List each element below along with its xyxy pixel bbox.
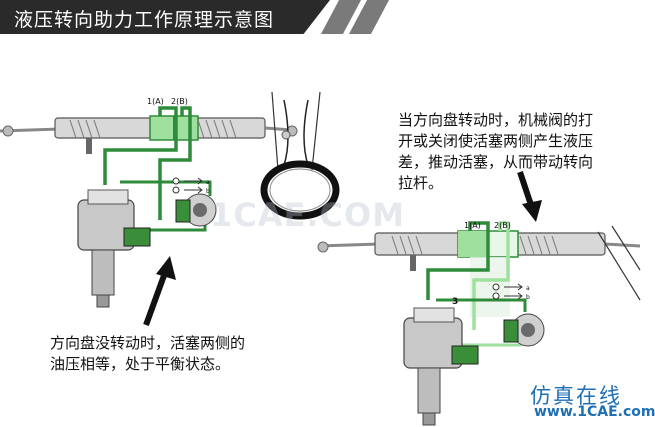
steering-wheel-detail (260, 91, 340, 220)
caption-left: 方向盘没转动时，活塞两侧的 油压相等，处于平衡状态。 (50, 333, 280, 375)
header-bar: 液压转向助力工作原理示意图 (0, 0, 640, 34)
left-column-base (96, 294, 110, 308)
right-pump-hub (521, 323, 535, 337)
page-title: 液压转向助力工作原理示意图 (14, 9, 275, 31)
left-label-b: b (206, 188, 210, 195)
right-rack-boot-2 (391, 235, 423, 255)
caption-right-line-2: 开或关闭使活塞两侧产生液压 (398, 132, 594, 150)
column-left-edge (271, 91, 279, 171)
steering-wheel-inner (269, 168, 331, 212)
right-tie-rod-right (604, 242, 641, 248)
right-oil-line-a (426, 221, 490, 300)
caption-left-line-2: 油压相等，处于平衡状态。 (50, 355, 231, 373)
right-label-b: b (526, 294, 530, 301)
right-oil-line-c (436, 298, 527, 312)
right-steering-column (417, 367, 441, 414)
brand-watermark-url: www.1CAE.com (534, 404, 655, 420)
title-box: 液压转向助力工作原理示意图 (0, 0, 330, 34)
left-pump-hub (193, 203, 207, 217)
right-label-2b: 2(B) (494, 221, 511, 230)
right-pressure-zone (470, 257, 510, 317)
left-oil-line-a (103, 106, 178, 185)
caption-right: 当方向盘转动时，机械阀的打 开或关闭使活塞两侧产生液压 差，推动活塞，从而带动转… (398, 110, 630, 194)
right-valve-port-a (492, 283, 500, 291)
caption-right-line-1: 当方向盘转动时，机械阀的打 (398, 111, 594, 129)
left-valve-cap (87, 189, 129, 205)
left-label-a: a (206, 179, 210, 186)
right-label-a: a (526, 285, 530, 292)
right-label-1a: 1(A) (464, 221, 481, 230)
left-arrow-b (184, 186, 203, 194)
right-valve-cap (413, 307, 455, 323)
brand-watermark: 仿真在线 www.1CAE.com (512, 378, 655, 424)
left-steering-system: 1(A) 2(B) a b (0, 97, 298, 308)
right-column-base (422, 412, 436, 426)
right-valve-block (451, 345, 479, 365)
left-bracket (86, 138, 92, 154)
left-valve-port-b (172, 186, 180, 194)
column-right-edge (311, 91, 321, 171)
diagram-canvas: 1(A) 2(B) a b (0, 91, 641, 426)
steering-wheel-rim (260, 160, 340, 220)
right-column-detail (597, 225, 641, 301)
left-label-1a: 1(A) (147, 97, 164, 106)
left-valve-block (123, 227, 151, 247)
left-rack-boot (197, 119, 237, 139)
right-tie-rod-end (317, 241, 329, 253)
left-oil-line-c (120, 180, 212, 196)
right-arrow-b (504, 292, 523, 300)
left-valve-port-a (172, 177, 180, 185)
left-oil-line-b (158, 106, 192, 220)
right-rack-boot (519, 235, 559, 255)
column-joint (281, 130, 291, 140)
left-tie-rod-end (2, 125, 14, 137)
right-arrow-a (504, 283, 523, 291)
caption-left-line-1: 方向盘没转动时，活塞两侧的 (50, 334, 246, 352)
right-bracket (410, 255, 416, 271)
left-arrow-a (184, 177, 203, 185)
left-label-2b: 2(B) (171, 97, 188, 106)
left-pump-valve (175, 199, 191, 223)
caption-right-line-4: 拉杆。 (398, 174, 444, 192)
right-valve-port-b (492, 292, 500, 300)
watermark-center: 1CAE.COM (210, 196, 406, 234)
right-pump-valve (503, 319, 519, 343)
right-label-3: 3 (452, 297, 458, 307)
caption-right-line-3: 差，推动活塞，从而带动转向 (398, 153, 594, 171)
right-pointer-arrow (517, 171, 542, 222)
left-rack-boot-2 (69, 119, 101, 139)
right-cylinder-pressured (458, 231, 488, 257)
right-oil-line-b (472, 221, 510, 330)
left-pointer-arrow (143, 256, 176, 327)
brand-watermark-cn: 仿真在线 (530, 384, 622, 408)
left-steering-column (91, 249, 115, 296)
